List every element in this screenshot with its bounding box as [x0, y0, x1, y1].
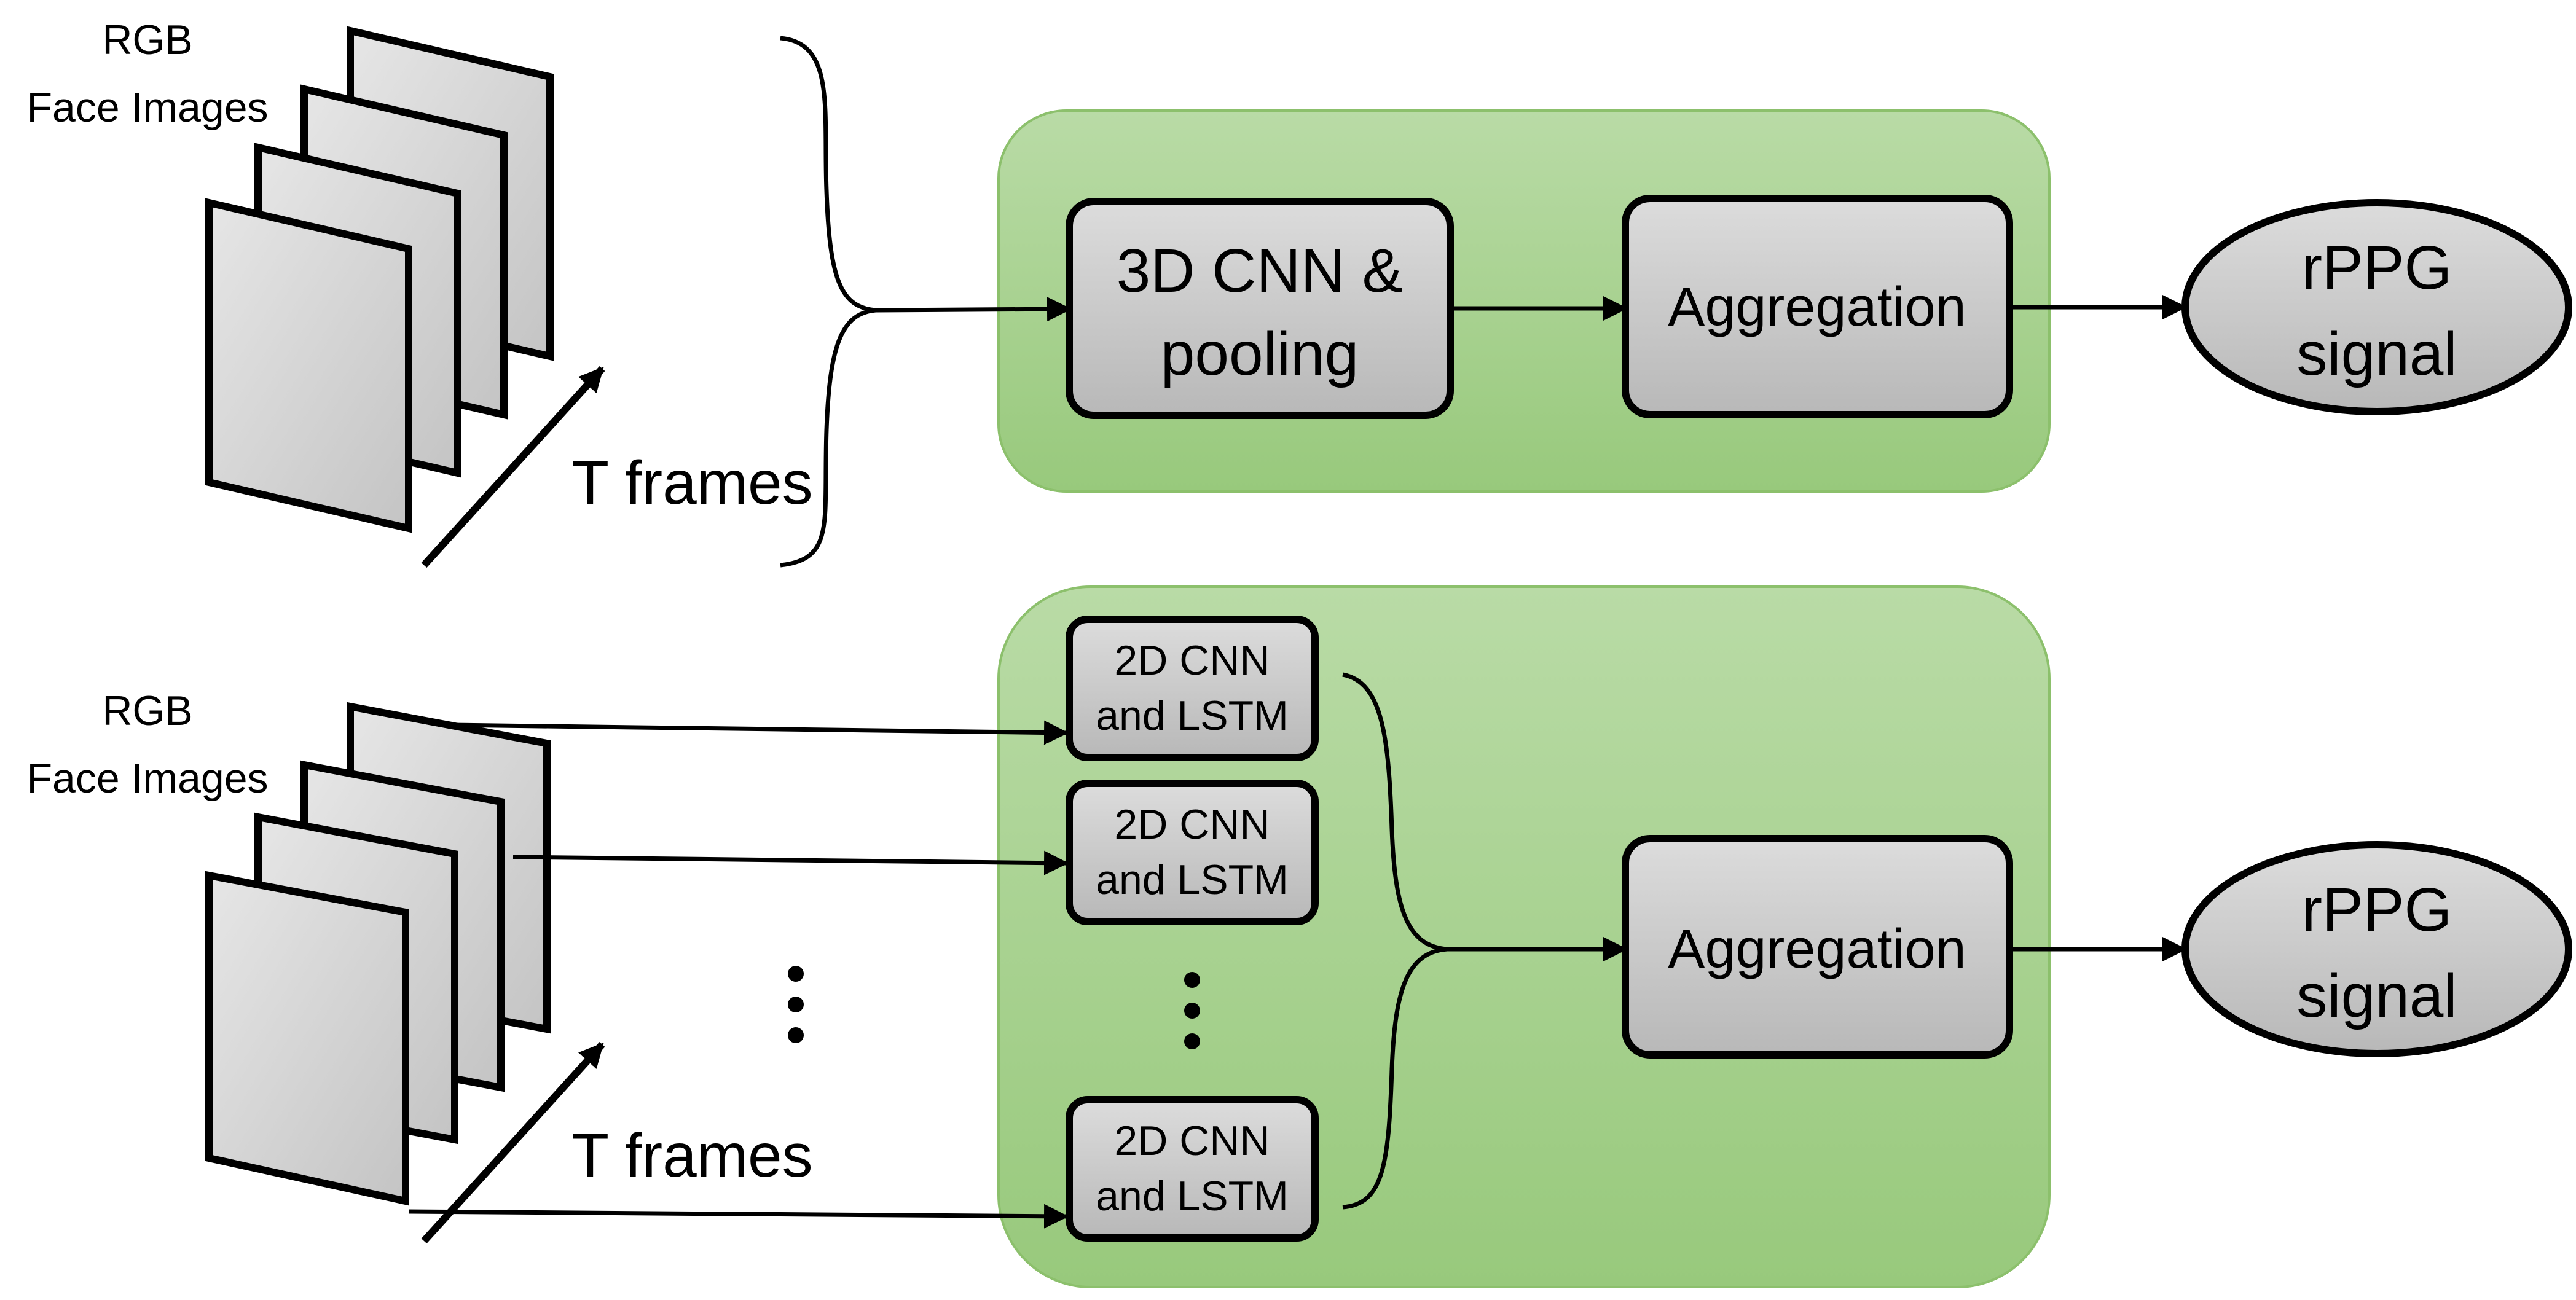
top-input-label-line2: Face Images — [26, 84, 268, 131]
block-3d-cnn-line2: pooling — [1161, 319, 1359, 388]
cnn-lstm-block-1: 2D CNN and LSTM — [1066, 616, 1319, 761]
bottom-frames-label: T frames — [571, 1121, 813, 1190]
cnn-lstm-block-2: 2D CNN and LSTM — [1066, 780, 1319, 925]
bottom-aggregation-label: Aggregation — [1668, 918, 1966, 980]
top-output-ellipse — [2181, 199, 2572, 415]
block-3d-cnn-line1: 3D CNN & — [1117, 237, 1404, 305]
cnn-lstm-2-line1: 2D CNN — [1114, 801, 1270, 848]
frame-arrow-1 — [448, 720, 1069, 745]
cnn-lstm-3-line1: 2D CNN — [1114, 1118, 1270, 1164]
bottom-output-line2: signal — [2296, 961, 2457, 1030]
frame — [205, 871, 409, 1206]
bottom-aggregation-block — [1622, 835, 2013, 1059]
cnn-lstm-block-3: 2D CNN and LSTM — [1066, 1096, 1319, 1242]
top-output-line1: rPPG — [2302, 233, 2452, 302]
bottom-curly-brace — [1342, 672, 1448, 1210]
cnn-lstm-2-line2: and LSTM — [1096, 856, 1289, 903]
top-pipeline: RGB Face Images T frames 3D CNN & poolin… — [26, 17, 2572, 568]
top-output-line2: signal — [2296, 319, 2457, 388]
frame-arrow-3 — [408, 1204, 1069, 1229]
bottom-input-label-line2: Face Images — [26, 755, 268, 802]
top-aggregation-label: Aggregation — [1668, 276, 1966, 338]
top-input-label-line1: RGB — [102, 17, 192, 63]
frame-arrow-2 — [512, 850, 1069, 875]
cnn-lstm-3-line2: and LSTM — [1096, 1173, 1289, 1220]
cnn-lstm-1-line2: and LSTM — [1096, 692, 1289, 739]
frame — [205, 198, 412, 533]
frames-ellipsis-dots — [788, 966, 804, 1043]
bottom-input-label-line1: RGB — [102, 687, 192, 734]
bottom-output-line1: rPPG — [2302, 875, 2452, 944]
bottom-output-ellipse — [2181, 841, 2572, 1057]
bottom-time-arrow — [421, 1041, 605, 1244]
top-frame-stack — [205, 26, 554, 533]
bottom-frame-stack — [205, 702, 551, 1206]
cnn-ellipsis-dots — [1184, 972, 1200, 1049]
top-time-arrow — [421, 366, 605, 568]
top-frames-label: T frames — [571, 448, 813, 517]
cnn-lstm-1-line1: 2D CNN — [1114, 637, 1270, 684]
bottom-pipeline: RGB Face Images T frames 2D CNN and LSTM — [26, 585, 2572, 1288]
top-curly-brace — [780, 36, 876, 568]
top-input-arrow — [875, 297, 1072, 322]
